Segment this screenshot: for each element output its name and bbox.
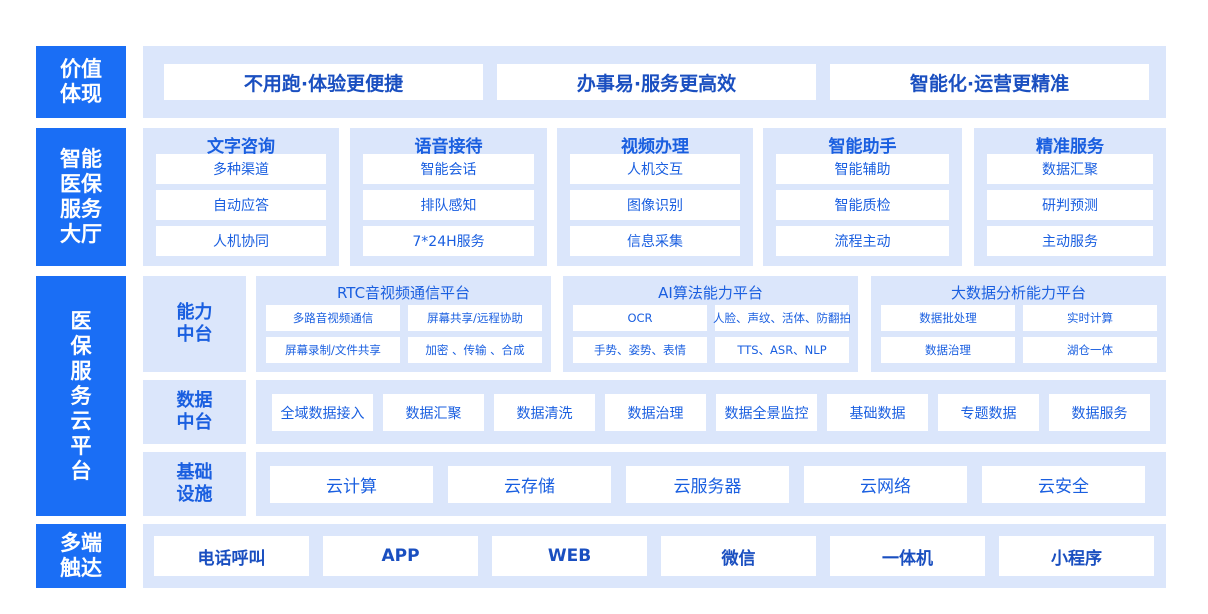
- platform-item: 加密 、传输 、合成: [408, 337, 542, 363]
- capability-label: 能力 中台: [143, 276, 246, 372]
- hall-column: 视频办理人机交互图像识别信息采集: [557, 128, 753, 266]
- hall-item: 人机协同: [156, 226, 326, 256]
- data-center-item: 全域数据接入: [272, 394, 373, 431]
- platform-item: 数据治理: [881, 337, 1015, 363]
- value-item: 不用跑·体验更便捷: [164, 64, 483, 100]
- platform-item: 湖仓一体: [1023, 337, 1157, 363]
- hall-item: 流程主动: [776, 226, 949, 256]
- infra-item: 云服务器: [626, 466, 789, 503]
- data-center-item: 数据汇聚: [383, 394, 484, 431]
- hall-item: 数据汇聚: [987, 154, 1153, 184]
- data-center-item: 专题数据: [938, 394, 1039, 431]
- hall-item: 智能会话: [363, 154, 534, 184]
- touch-channel: 微信: [661, 536, 816, 576]
- hall-item: 信息采集: [570, 226, 740, 256]
- capability-platform: 大数据分析能力平台数据批处理实时计算数据治理湖仓一体: [871, 276, 1166, 372]
- hall-column-title: 视频办理: [621, 137, 689, 157]
- infra-item: 云存储: [448, 466, 611, 503]
- label-touch: 多端 触达: [36, 524, 126, 588]
- data-center-panel: 全域数据接入数据汇聚数据清洗数据治理数据全景监控基础数据专题数据数据服务: [256, 380, 1166, 444]
- platform-title: AI算法能力平台: [658, 284, 763, 302]
- platform-item: 数据批处理: [881, 305, 1015, 331]
- platform-item: 实时计算: [1023, 305, 1157, 331]
- hall-item: 图像识别: [570, 190, 740, 220]
- touch-channel: 小程序: [999, 536, 1154, 576]
- infra-item: 云网络: [804, 466, 967, 503]
- platform-title: RTC音视频通信平台: [336, 284, 471, 302]
- infra-label: 基础 设施: [143, 452, 246, 516]
- touch-channel: 电话呼叫: [154, 536, 309, 576]
- value-item: 办事易·服务更高效: [497, 64, 816, 100]
- data-center-item: 数据服务: [1049, 394, 1150, 431]
- infra-item: 云安全: [982, 466, 1145, 503]
- data-center-item: 基础数据: [827, 394, 928, 431]
- platform-title: 大数据分析能力平台: [950, 284, 1086, 302]
- hall-column-title: 文字咨询: [207, 137, 275, 157]
- value-panel: 不用跑·体验更便捷 办事易·服务更高效 智能化·运营更精准: [143, 46, 1166, 118]
- hall-item: 智能质检: [776, 190, 949, 220]
- platform-item: 屏幕录制/文件共享: [266, 337, 400, 363]
- touch-panel: 电话呼叫 APP WEB 微信一体机小程序: [143, 524, 1166, 588]
- data-center-item: 数据治理: [605, 394, 706, 431]
- data-center-item: 数据清洗: [494, 394, 595, 431]
- platform-item: OCR: [573, 305, 707, 331]
- hall-item: 研判预测: [987, 190, 1153, 220]
- hall-item: 7*24H服务: [363, 226, 534, 256]
- platform-item: 手势、姿势、表情: [573, 337, 707, 363]
- platform-item: 多路音视频通信: [266, 305, 400, 331]
- hall-item: 多种渠道: [156, 154, 326, 184]
- hall-column-title: 语音接待: [414, 137, 483, 157]
- hall-column: 语音接待智能会话排队感知 7*24H服务: [350, 128, 547, 266]
- hall-column-title: 智能助手: [828, 137, 897, 157]
- label-hall: 智能 医保 服务 大厅: [36, 128, 126, 266]
- value-item: 智能化·运营更精准: [830, 64, 1149, 100]
- hall-item: 人机交互: [570, 154, 740, 184]
- hall-item: 排队感知: [363, 190, 534, 220]
- hall-column-title: 精准服务: [1036, 137, 1104, 157]
- hall-item: 自动应答: [156, 190, 326, 220]
- platform-item: 人脸、声纹、活体、防翻拍: [713, 305, 851, 331]
- touch-channel: 一体机: [830, 536, 985, 576]
- capability-platform: RTC音视频通信平台多路音视频通信屏幕共享/远程协助屏幕录制/文件共享加密 、传…: [256, 276, 551, 372]
- platform-item: 屏幕共享/远程协助: [408, 305, 542, 331]
- touch-channel: APP: [323, 536, 478, 576]
- hall-item: 智能辅助: [776, 154, 949, 184]
- hall-column: 智能助手智能辅助智能质检流程主动: [763, 128, 962, 266]
- hall-column: 精准服务数据汇聚研判预测主动服务: [974, 128, 1166, 266]
- hall-item: 主动服务: [987, 226, 1153, 256]
- platform-item: TTS、ASR、NLP: [715, 337, 849, 363]
- hall-column: 文字咨询多种渠道自动应答人机协同: [143, 128, 339, 266]
- label-value: 价值 体现: [36, 46, 126, 118]
- infra-item: 云计算: [270, 466, 433, 503]
- data-center-item: 数据全景监控: [716, 394, 817, 431]
- touch-channel: WEB: [492, 536, 647, 576]
- infra-panel: 云计算云存储云服务器云网络云安全: [256, 452, 1166, 516]
- label-cloud: 医 保 服 务 云 平 台: [36, 276, 126, 516]
- data-center-label: 数据 中台: [143, 380, 246, 444]
